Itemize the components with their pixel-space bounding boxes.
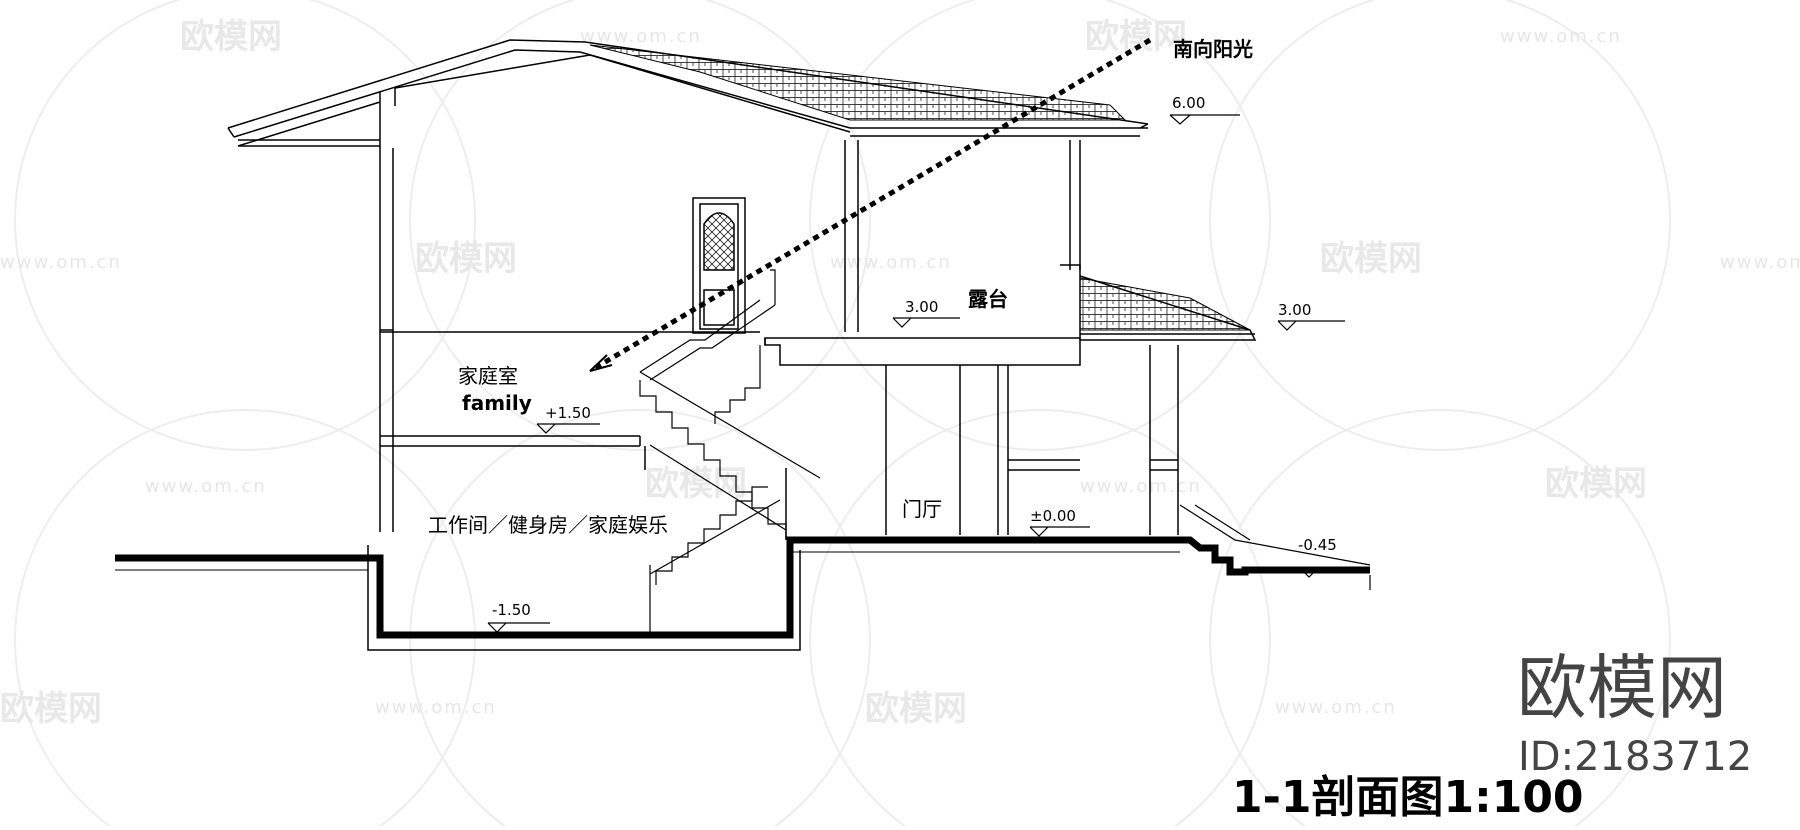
elevation-markers <box>487 114 1360 633</box>
foyer-label: 门厅 <box>902 497 942 521</box>
basement-room-label: 工作间／健身房／家庭娱乐 <box>428 513 668 537</box>
elevation-basement: -1.50 <box>492 601 531 619</box>
watermark-logo: 欧模网 <box>1545 464 1647 504</box>
lattice-door <box>692 197 746 334</box>
terrace-label: 露台 <box>968 287 1008 311</box>
watermark-url: www.om.cn <box>1080 476 1202 497</box>
building-walls <box>367 140 1179 651</box>
sunlight-label: 南向阳光 <box>1173 37 1253 61</box>
watermark-url: www.om.cn <box>375 697 497 718</box>
elevation-terrace: 3.00 <box>905 298 938 316</box>
watermark-url: www.om.cn <box>1720 252 1800 273</box>
watermark-url: www.om.cn <box>1500 26 1622 47</box>
family-room-english-label: family <box>462 391 532 415</box>
staircase <box>639 269 821 632</box>
porch-roof <box>1079 275 1257 341</box>
watermark-url: www.om.cn <box>145 476 267 497</box>
watermark-url: www.om.cn <box>0 252 122 273</box>
ground-line <box>115 504 1371 639</box>
main-roof <box>227 39 1149 148</box>
watermark-logo: 欧模网 <box>0 689 102 729</box>
sunlight-arrow <box>589 37 1152 372</box>
watermark-url: www.om.cn <box>830 252 952 273</box>
elevation-outside: -0.45 <box>1298 536 1337 554</box>
family-room-label: 家庭室 <box>458 364 518 388</box>
elevation-ground: ±0.00 <box>1030 507 1076 525</box>
watermark-logo: 欧模网 <box>645 464 747 504</box>
brand-id: ID:2183712 <box>1518 734 1752 780</box>
elevation-family: +1.50 <box>545 404 591 422</box>
brand-logo: 欧模网 <box>1517 647 1727 729</box>
watermark-url: www.om.cn <box>580 26 702 47</box>
watermark-logo: 欧模网 <box>180 17 282 57</box>
watermark-url: www.om.cn <box>1275 697 1397 718</box>
watermark-logo: 欧模网 <box>865 689 967 729</box>
elevation-roof: 6.00 <box>1172 94 1205 112</box>
drawing-caption: 1-1剖面图1:100 <box>1232 772 1584 823</box>
watermark-logo: 欧模网 <box>1085 17 1187 57</box>
elevation-porch-roof: 3.00 <box>1278 301 1311 319</box>
watermark-logo: 欧模网 <box>1320 239 1422 279</box>
watermark-logo: 欧模网 <box>415 239 517 279</box>
